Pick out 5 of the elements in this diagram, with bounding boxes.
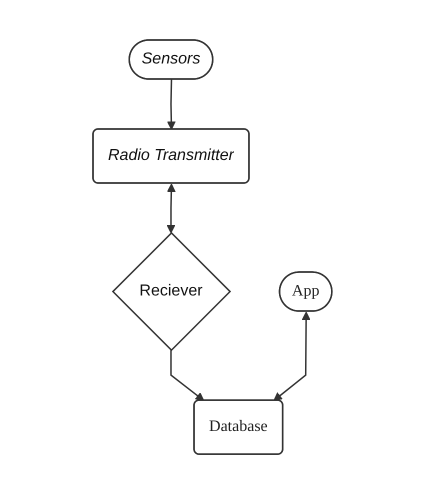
arrow	[274, 312, 311, 401]
node-diamond: Reciever	[112, 232, 232, 352]
arrow	[167, 79, 176, 130]
arrow	[166, 183, 176, 234]
arrow	[170, 350, 204, 401]
